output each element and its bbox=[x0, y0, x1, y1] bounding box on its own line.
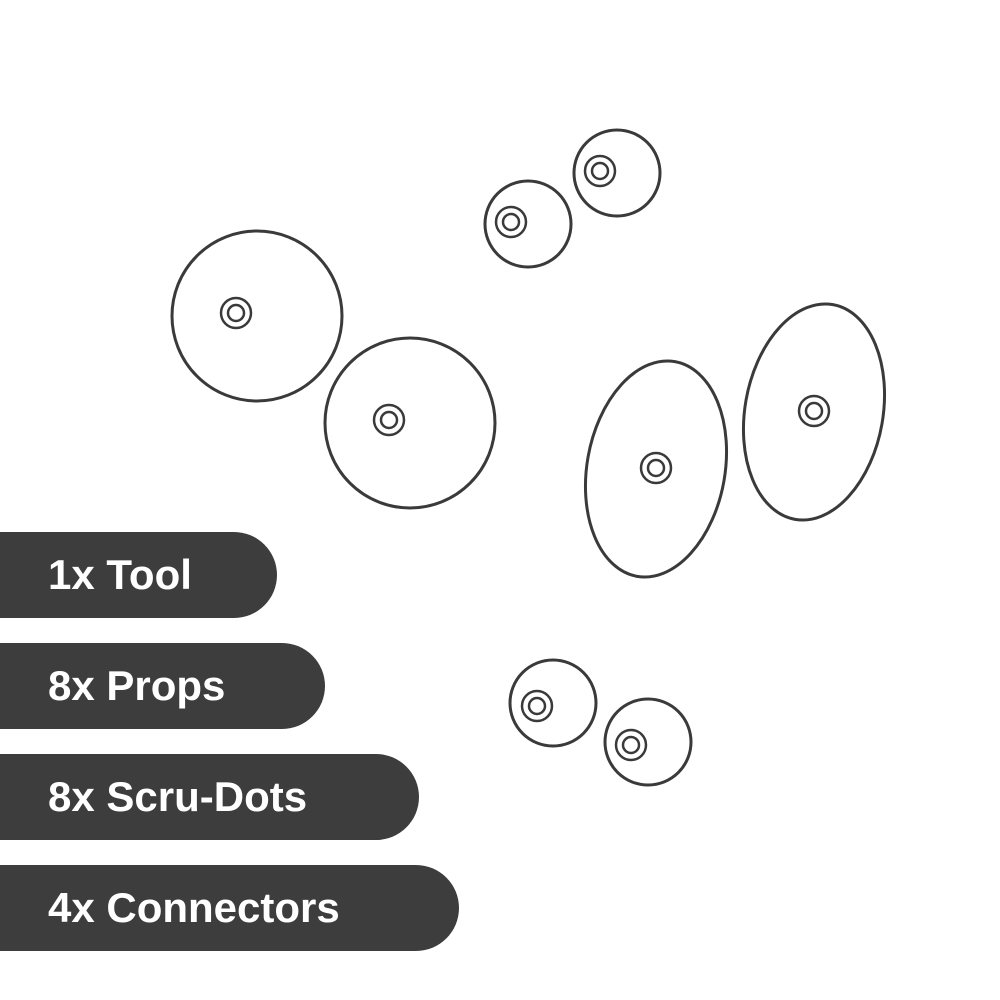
large-round-dot bbox=[323, 336, 497, 510]
small-round-dot bbox=[572, 128, 662, 218]
contents-label-scru-dots: 8x Scru-Dots bbox=[0, 754, 419, 840]
small-round-dot bbox=[508, 658, 598, 748]
small-round-dot bbox=[483, 179, 573, 269]
small-round-dot bbox=[603, 697, 693, 787]
contents-label-connectors: 4x Connectors bbox=[0, 865, 459, 951]
contents-label-tool: 1x Tool bbox=[0, 532, 277, 618]
oval-dot bbox=[583, 359, 729, 579]
large-round-dot bbox=[170, 229, 344, 403]
contents-label-props: 8x Props bbox=[0, 643, 325, 729]
oval-dot bbox=[741, 302, 887, 522]
